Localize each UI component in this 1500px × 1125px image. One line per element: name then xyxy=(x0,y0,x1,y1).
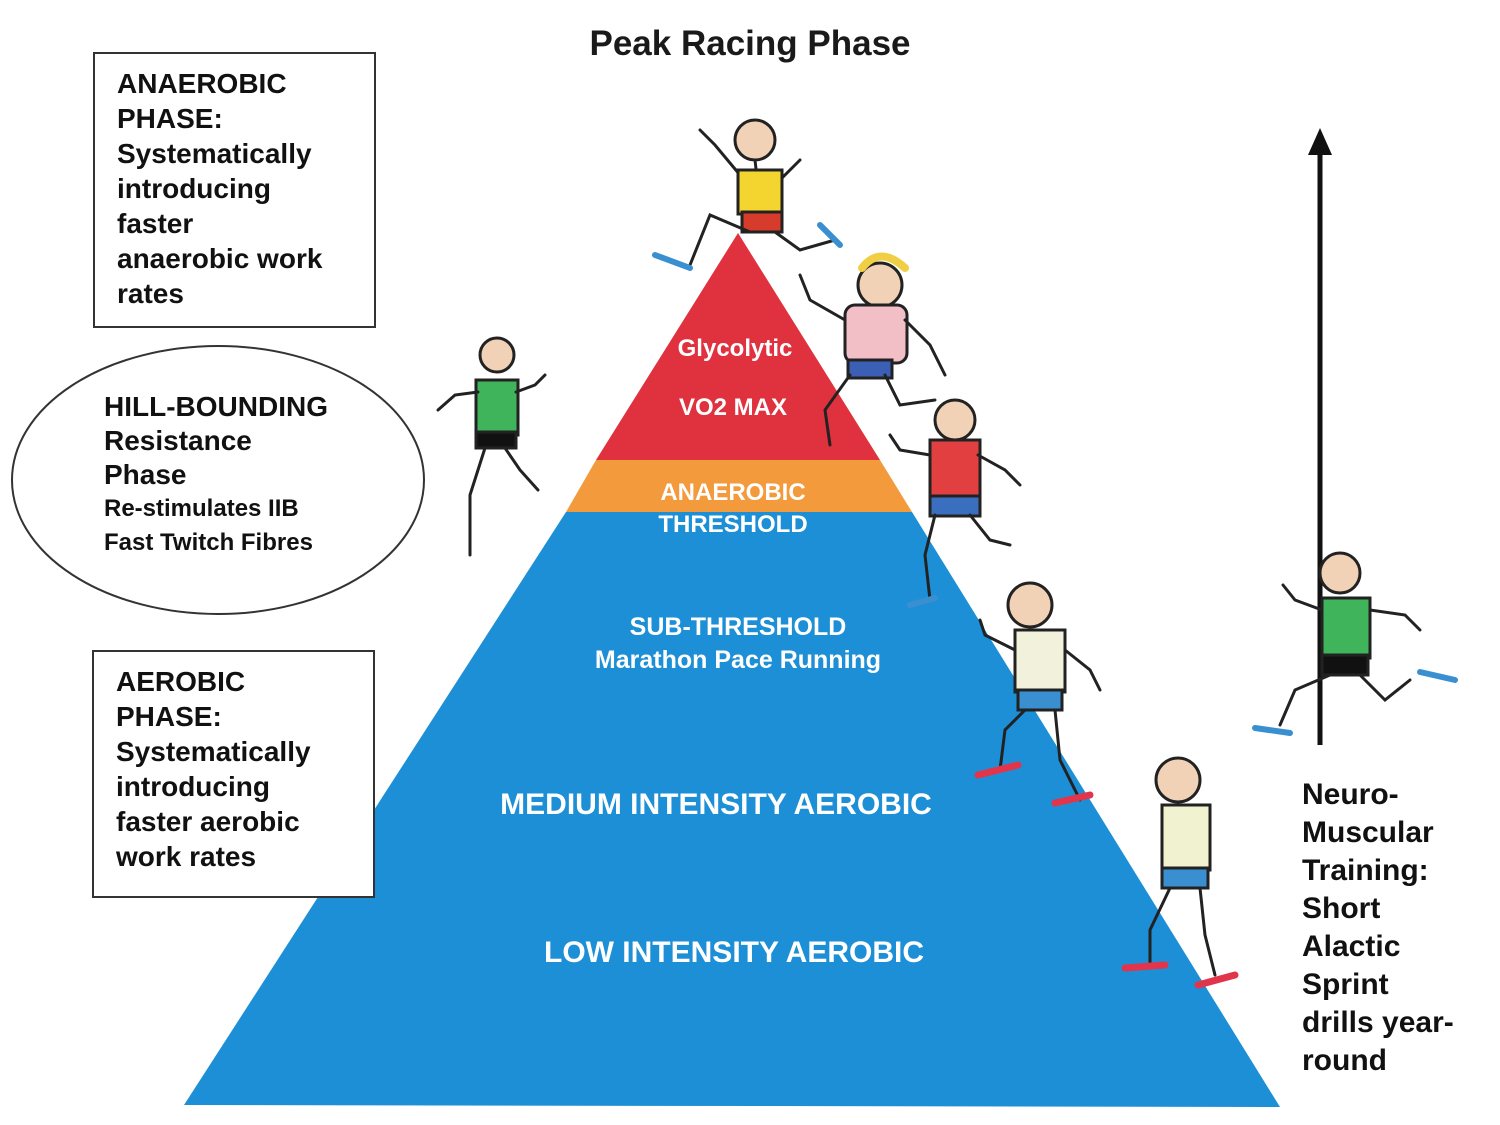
runner-top-icon xyxy=(652,118,843,271)
neuro-line-3: Training: xyxy=(1302,854,1429,887)
neuro-line-8: round xyxy=(1302,1044,1387,1077)
aerobic-line-1: AEROBIC xyxy=(116,666,246,697)
threshold-label: THRESHOLD xyxy=(658,511,808,538)
runner-bottom-icon xyxy=(1121,756,1239,989)
hill-bounding-heading: HILL-BOUNDING xyxy=(104,391,328,422)
pyramid-base-aerobic xyxy=(184,512,1280,1107)
runner-sprint-icon xyxy=(1252,551,1458,736)
runner-white-vest-icon xyxy=(974,581,1102,807)
anaerobic-line-1: ANAEROBIC xyxy=(117,68,287,99)
hill-bounding-ellipse xyxy=(11,345,425,615)
up-arrow-icon xyxy=(1308,128,1332,745)
hill-bounding-line-2: Resistance xyxy=(104,425,252,456)
aerobic-line-2: PHASE: xyxy=(116,701,222,732)
pyramid-top-anaerobic xyxy=(596,233,880,460)
runner-red-vest-icon xyxy=(888,398,1022,608)
aerobic-line-4: introducing xyxy=(116,771,270,802)
hill-bounding-line-3: Phase xyxy=(104,459,187,490)
neuro-line-6: Sprint xyxy=(1302,968,1389,1001)
medium-intensity-label: MEDIUM INTENSITY AEROBIC xyxy=(500,788,932,821)
aerobic-phase-box: AEROBIC PHASE: Systematically introducin… xyxy=(92,650,375,898)
glycolytic-label: Glycolytic xyxy=(677,335,793,362)
vo2max-label: VO2 MAX xyxy=(678,394,788,421)
anaerobic-line-4: introducing xyxy=(117,173,271,204)
anaerobic-line-3: Systematically xyxy=(117,138,312,169)
aerobic-line-6: work rates xyxy=(116,841,257,872)
sub-threshold-label: SUB-THRESHOLD xyxy=(629,613,847,641)
marathon-pace-label: Marathon Pace Running xyxy=(594,646,882,674)
page-title: Peak Racing Phase xyxy=(589,24,911,63)
anaerobic-threshold-label: ANAEROBIC xyxy=(660,479,806,506)
low-intensity-label: LOW INTENSITY AEROBIC xyxy=(543,936,925,969)
hill-bounding-line-5: Fast Twitch Fibres xyxy=(104,529,313,556)
hill-bounding-text: HILL-BOUNDING Resistance Phase Re-stimul… xyxy=(104,390,328,560)
aerobic-line-3: Systematically xyxy=(116,736,311,767)
neuro-line-4: Short xyxy=(1302,892,1381,925)
runner-blonde-icon xyxy=(798,252,947,447)
anaerobic-line-7: rates xyxy=(117,278,184,309)
anaerobic-line-2: PHASE: xyxy=(117,103,223,134)
runner-hill-bounding-icon xyxy=(436,336,547,557)
pyramid-threshold-band xyxy=(566,460,912,512)
hill-bounding-line-4: Re-stimulates IIB xyxy=(104,495,299,522)
neuro-line-5: Alactic xyxy=(1302,930,1401,963)
anaerobic-line-5: faster xyxy=(117,208,194,239)
neuro-line-1: Neuro- xyxy=(1302,778,1399,811)
neuro-line-2: Muscular xyxy=(1302,816,1434,849)
neuro-muscular-text: Neuro- Muscular Training: Short Alactic … xyxy=(1302,776,1454,1080)
anaerobic-phase-box: ANAEROBIC PHASE: Systematically introduc… xyxy=(93,52,376,328)
aerobic-line-5: faster aerobic xyxy=(116,806,300,837)
neuro-line-7: drills year- xyxy=(1302,1006,1454,1039)
anaerobic-line-6: anaerobic work xyxy=(117,243,323,274)
